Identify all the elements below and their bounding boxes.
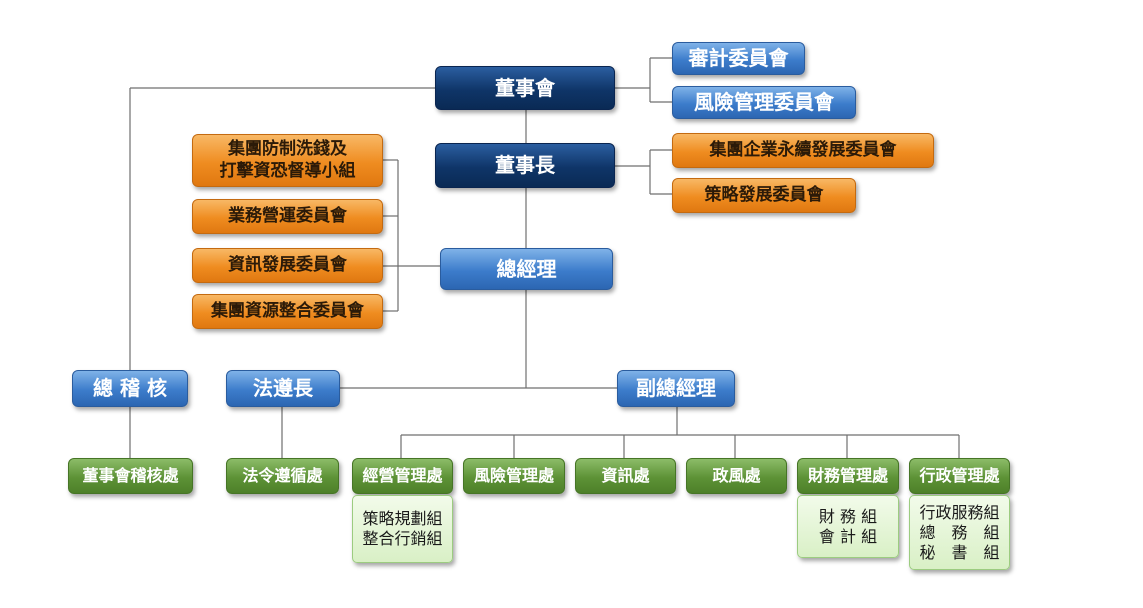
sustainability-committee-label: 集團企業永續發展委員會 [709,139,897,160]
resource-committee-label: 集團資源整合委員會 [211,300,364,321]
finance-management-label: 財務管理處 [807,466,888,485]
admin-management-division-box: 行政管理處 [909,458,1010,494]
aml-supervision-group-box: 集團防制洗錢及 打擊資恐督導小組 [192,134,383,187]
subunit-integrated-marketing: 整合行銷組 [362,529,443,548]
risk-committee-box: 風險管理委員會 [672,86,856,119]
board-label: 董事會 [495,75,555,100]
aml-group-text: 集團防制洗錢及 打擊資恐督導小組 [220,139,356,182]
it-division-label: 資訊處 [601,466,650,485]
strategy-committee-label: 策略發展委員會 [704,184,824,205]
aml-group-line-2: 打擊資恐督導小組 [219,160,356,181]
business-committee-box: 業務營運委員會 [192,199,383,234]
legal-compliance-office-box: 法令遵循處 [226,458,339,494]
finance-subunits-box: 財 務 組 會 計 組 [797,495,899,558]
aml-group-line-1: 集團防制洗錢及 [228,139,347,160]
chief-auditor-label: 總 稽 核 [93,376,167,400]
vice-president-box: 副總經理 [617,370,735,407]
risk-committee-label: 風險管理委員會 [694,90,834,114]
business-management-label: 經營管理處 [362,466,443,485]
chairman-box: 董事長 [435,143,615,188]
admin-management-label: 行政管理處 [919,466,1000,485]
board-audit-office-box: 董事會稽核處 [68,458,193,494]
audit-committee-box: 審計委員會 [672,42,805,75]
business-management-division-box: 經營管理處 [352,458,453,494]
chief-compliance-label: 法遵長 [253,376,313,400]
it-division-box: 資訊處 [575,458,676,494]
sustainability-committee-box: 集團企業永續發展委員會 [672,133,934,168]
subunit-accounting: 會 計 組 [818,526,878,546]
president-label: 總經理 [496,256,557,281]
subunit-admin-service: 行政服務組 [919,502,1000,522]
it-committee-box: 資訊發展委員會 [192,248,383,283]
resource-committee-box: 集團資源整合委員會 [192,294,383,329]
board-of-directors-box: 董事會 [435,66,615,110]
business-subunits: 策略規劃組 整合行銷組 [362,509,442,549]
business-subunits-box: 策略規劃組 整合行銷組 [352,495,453,563]
audit-committee-label: 審計委員會 [688,46,789,70]
board-audit-office-label: 董事會稽核處 [82,466,179,485]
legal-compliance-office-label: 法令遵循處 [242,466,323,485]
it-committee-label: 資訊發展委員會 [228,254,347,275]
risk-management-label: 風險管理處 [473,466,554,485]
chairman-label: 董事長 [495,153,555,177]
strategy-committee-box: 策略發展委員會 [672,178,856,213]
chief-auditor-box: 總 稽 核 [72,370,188,407]
admin-subunits: 行政服務組 總 務 組 秘 書 組 [919,503,999,563]
vice-president-label: 副總經理 [636,376,716,400]
finance-management-division-box: 財務管理處 [797,458,899,494]
subunit-secretariat: 秘 書 組 [919,542,1000,562]
ethics-division-box: 政風處 [686,458,787,494]
ethics-division-label: 政風處 [712,466,761,485]
risk-management-division-box: 風險管理處 [463,458,565,494]
admin-subunits-box: 行政服務組 總 務 組 秘 書 組 [909,495,1010,570]
business-committee-label: 業務營運委員會 [228,205,347,226]
chief-compliance-officer-box: 法遵長 [226,370,340,407]
subunit-strategy-planning: 策略規劃組 [362,509,443,528]
subunit-general-affairs: 總 務 組 [919,522,1000,542]
finance-subunits: 財 務 組 會 計 組 [819,507,877,547]
subunit-finance: 財 務 組 [818,506,878,526]
president-box: 總經理 [440,248,613,290]
